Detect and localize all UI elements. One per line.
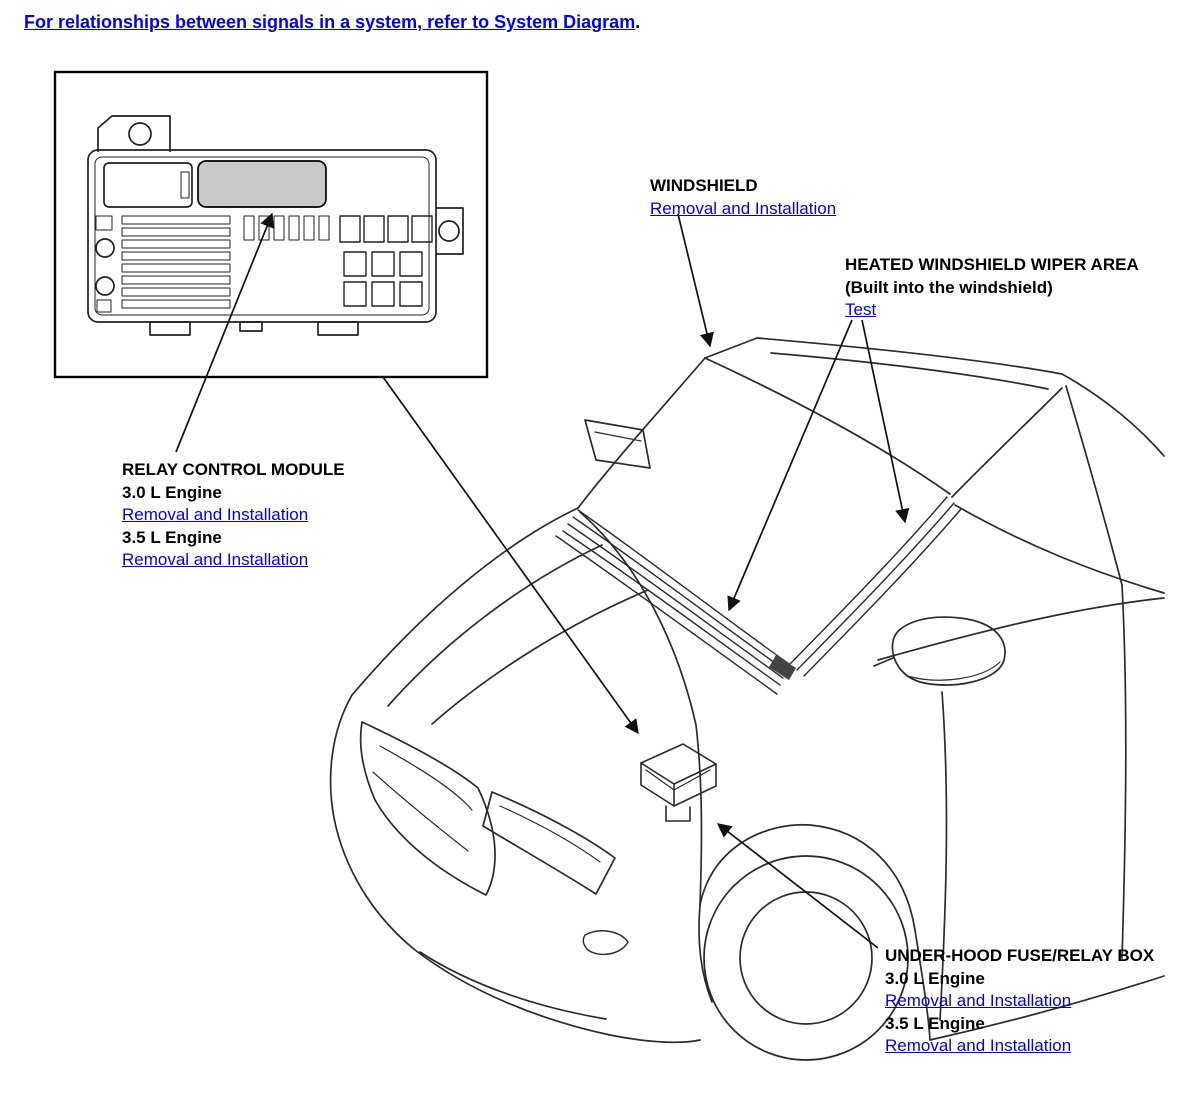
relay-module-engine-35: 3.5 L Engine: [122, 527, 222, 547]
relay-module-30-removal-link[interactable]: Removal and Installation: [122, 505, 309, 524]
fuse-row-grid: [121, 215, 330, 309]
fuse-box-title: UNDER-HOOD FUSE/RELAY BOX: [885, 946, 1155, 965]
arrow-fuse-box: [716, 823, 879, 949]
fuse-box-schematic: [87, 115, 464, 336]
windshield-outline: [577, 357, 951, 509]
under-hood-fuse-box-drawing: [640, 743, 717, 822]
callout-arrows: [175, 212, 910, 949]
callout-windshield: WINDSHIELD Removal and Installation: [650, 175, 836, 220]
heated-wiper-title: HEATED WINDSHIELD WIPER AREA: [845, 255, 1139, 274]
relay-module-35-removal-link[interactable]: Removal and Installation: [122, 550, 309, 569]
fuse-box-engine-30: 3.0 L Engine: [885, 968, 985, 988]
side-mirror: [873, 616, 1006, 686]
arrow-heated-bottom: [727, 319, 853, 612]
hood-lines: [351, 507, 703, 906]
windshield-removal-link[interactable]: Removal and Installation: [650, 198, 837, 218]
callout-fuse-relay-box: UNDER-HOOD FUSE/RELAY BOX 3.0 L Engine R…: [885, 945, 1154, 1058]
fuse-relay-box-inset: [53, 70, 489, 379]
arrow-inset-to-box: [382, 376, 639, 735]
fuse-box-35-removal-link[interactable]: Removal and Installation: [885, 1036, 1072, 1055]
driver-side-mirror: [584, 419, 651, 469]
inset-border: [53, 70, 489, 379]
side-glass-and-pillars: [877, 385, 1165, 1041]
front-wheel: [698, 823, 931, 1061]
roof-outline: [704, 337, 1165, 457]
fuse-box-engine-35: 3.5 L Engine: [885, 1013, 985, 1033]
arrow-heated-side: [861, 319, 910, 524]
heated-wiper-subtitle: (Built into the windshield): [845, 277, 1053, 297]
arrow-windshield: [677, 213, 714, 348]
front-fascia: [329, 694, 701, 1044]
callout-relay-control-module: RELAY CONTROL MODULE 3.0 L Engine Remova…: [122, 459, 345, 572]
callout-heated-wiper-area: HEATED WINDSHIELD WIPER AREA (Built into…: [845, 254, 1139, 322]
arrow-relay-module: [175, 212, 274, 453]
relay-module-engine-30: 3.0 L Engine: [122, 482, 222, 502]
intro-sentence: For relationships between signals in a s…: [24, 12, 640, 33]
system-diagram-link[interactable]: For relationships between signals in a s…: [24, 12, 636, 32]
relay-socket-grid: [339, 215, 433, 307]
heated-wiper-test-link[interactable]: Test: [845, 300, 877, 319]
car-illustration: [329, 337, 1165, 1061]
fuse-box-30-removal-link[interactable]: Removal and Installation: [885, 991, 1072, 1010]
windshield-title: WINDSHIELD: [650, 176, 758, 195]
heated-wiper-band: [555, 496, 962, 695]
relay-control-module-highlight: [197, 160, 327, 208]
relay-module-title: RELAY CONTROL MODULE: [122, 460, 345, 479]
intro-period: .: [635, 12, 641, 32]
